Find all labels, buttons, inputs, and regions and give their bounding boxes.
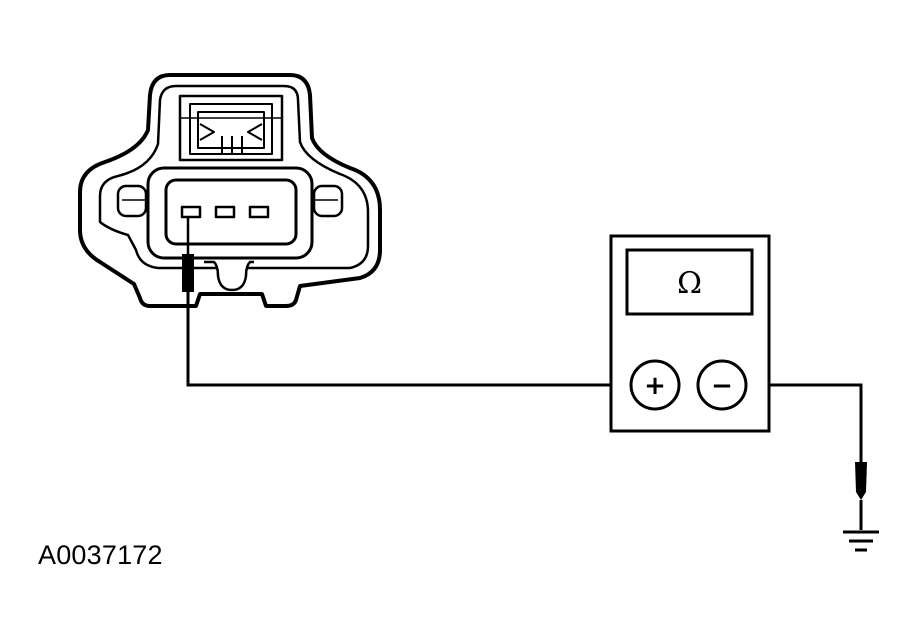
test-probe bbox=[182, 218, 194, 292]
ground-probe-body bbox=[855, 462, 867, 500]
latch-arrow-left bbox=[199, 123, 215, 141]
terminal-pin-1 bbox=[180, 205, 202, 219]
negative-sign: − bbox=[711, 371, 733, 401]
right-ear bbox=[312, 184, 344, 218]
latch-tab bbox=[197, 111, 265, 149]
probe-body bbox=[182, 254, 194, 292]
connector-inner-contour bbox=[98, 84, 370, 270]
positive-sign: + bbox=[644, 371, 666, 401]
latch-arrow-right bbox=[247, 123, 263, 141]
connector bbox=[78, 73, 382, 308]
bottom-key bbox=[204, 260, 254, 292]
left-ear bbox=[116, 184, 148, 218]
positive-terminal bbox=[629, 359, 681, 411]
terminal-pin-2 bbox=[214, 205, 236, 219]
latch-housing bbox=[178, 94, 284, 162]
ground-probe bbox=[855, 462, 867, 530]
terminal-pin-3 bbox=[248, 205, 270, 219]
figure-id: A0037172 bbox=[38, 540, 163, 570]
ohm-symbol: Ω bbox=[677, 266, 702, 301]
ohmmeter: Ω + − bbox=[609, 234, 771, 433]
latch-inner bbox=[189, 103, 273, 155]
meter-display bbox=[625, 248, 754, 316]
negative-terminal bbox=[696, 359, 748, 411]
wires bbox=[186, 292, 863, 462]
wire-to-ground bbox=[746, 383, 863, 462]
wire-to-positive bbox=[186, 292, 630, 387]
ground-symbol-icon bbox=[843, 530, 879, 552]
